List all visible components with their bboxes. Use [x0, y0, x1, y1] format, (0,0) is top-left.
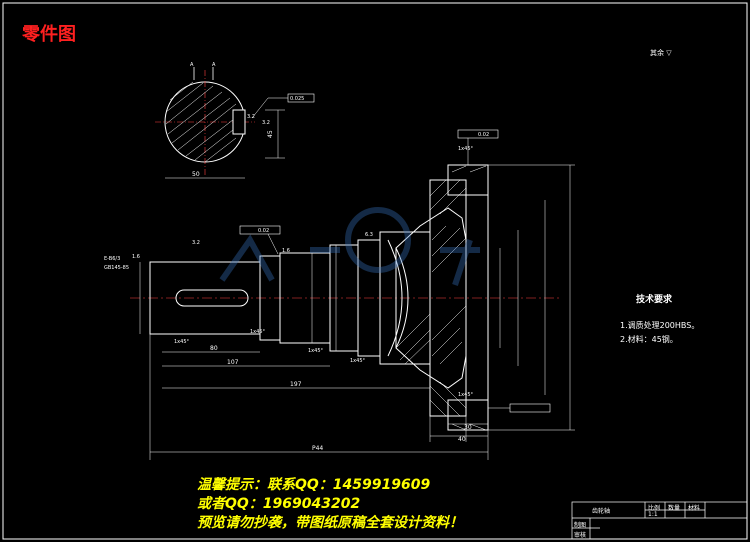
title-block-part-name: 齿轮轴: [592, 508, 611, 515]
chamfer-5: 1x45°: [458, 146, 474, 152]
dim-107: 107: [227, 359, 239, 366]
title-block-col-scale: 比例: [648, 505, 661, 512]
ra-shaft-2: 3.2: [192, 240, 200, 246]
thread-spec-bottom: GB145-85: [104, 265, 129, 271]
dim-40: 40: [458, 436, 466, 443]
roughness-note: 其余 ▽: [650, 48, 672, 58]
ra-shaft-1: 1.6: [132, 254, 140, 260]
drawing-title: 零件图: [22, 24, 76, 45]
label-a-right: A: [212, 62, 216, 68]
title-block-check: 审核: [574, 532, 587, 539]
dim-197: 197: [290, 381, 302, 388]
dim-30: 30: [464, 424, 472, 431]
dim-section-width: 50: [192, 171, 200, 178]
promo-line-2: 或者QQ：1969043202: [197, 496, 361, 512]
ra-section-1: 3.2: [247, 114, 255, 120]
gear-hatching: [395, 165, 487, 431]
section-view: [155, 67, 315, 179]
title-block: [571, 501, 748, 540]
tech-requirement-2: 2.材料：45钢。: [620, 335, 678, 344]
ra-shaft-4: 6.3: [365, 232, 373, 238]
tech-requirement-1: 1.调质处理200HBS。: [620, 321, 700, 330]
tol-frame-1: 0.02: [258, 228, 269, 234]
title-block-col-material: 材料: [688, 505, 701, 512]
watermark-logo: [219, 207, 480, 286]
dim-section-depth: 45: [267, 130, 274, 138]
shaft-view: [130, 129, 575, 460]
title-block-scale-value: 1:1: [648, 511, 658, 518]
roughness-symbol-icon: ▽: [666, 49, 672, 57]
tol-section: 0.025: [290, 96, 304, 102]
chamfer-3: 1x45°: [308, 348, 324, 354]
ra-shaft-3: 1.6: [282, 248, 290, 254]
roughness-note-label: 其余: [650, 49, 664, 57]
dim-total-length: P44: [312, 445, 323, 452]
title-block-drawn: 制图: [574, 522, 587, 529]
promo-line-1: 温馨提示：联系QQ：1459919609: [197, 477, 431, 493]
ra-section-2: 3.2: [262, 120, 270, 126]
thread-spec-top: E-B6/3: [104, 256, 120, 262]
tech-requirements-heading: 技术要求: [636, 295, 673, 305]
tol-frame-2: 0.02: [478, 132, 489, 138]
chamfer-2: 1x45°: [250, 329, 266, 335]
dim-80: 80: [210, 345, 218, 352]
chamfer-1: 1x45°: [174, 339, 190, 345]
chamfer-4: 1x45°: [350, 358, 366, 364]
promo-line-3: 预览请勿抄袭，带图纸原稿全套设计资料！: [197, 515, 463, 531]
chamfer-6: 1x45°: [458, 392, 474, 398]
label-a-left: A: [190, 62, 194, 68]
title-block-col-qty: 数量: [668, 505, 681, 512]
